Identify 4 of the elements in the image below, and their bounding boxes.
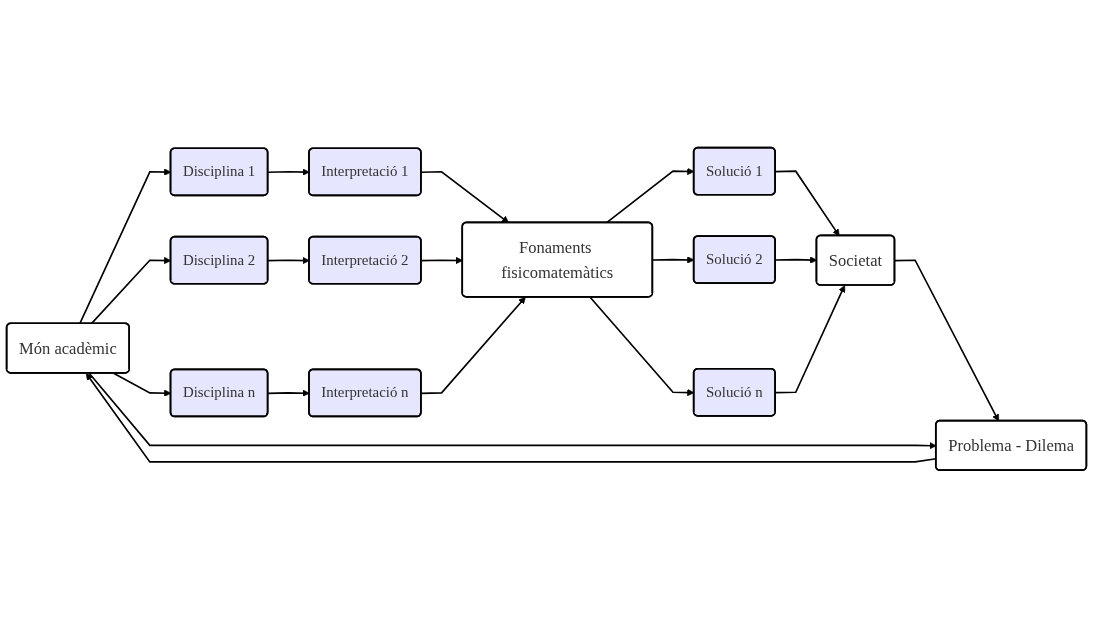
- arrow: [420, 170, 509, 223]
- arrow: [894, 259, 999, 421]
- arrow: [420, 296, 526, 394]
- arrow: [420, 256, 463, 264]
